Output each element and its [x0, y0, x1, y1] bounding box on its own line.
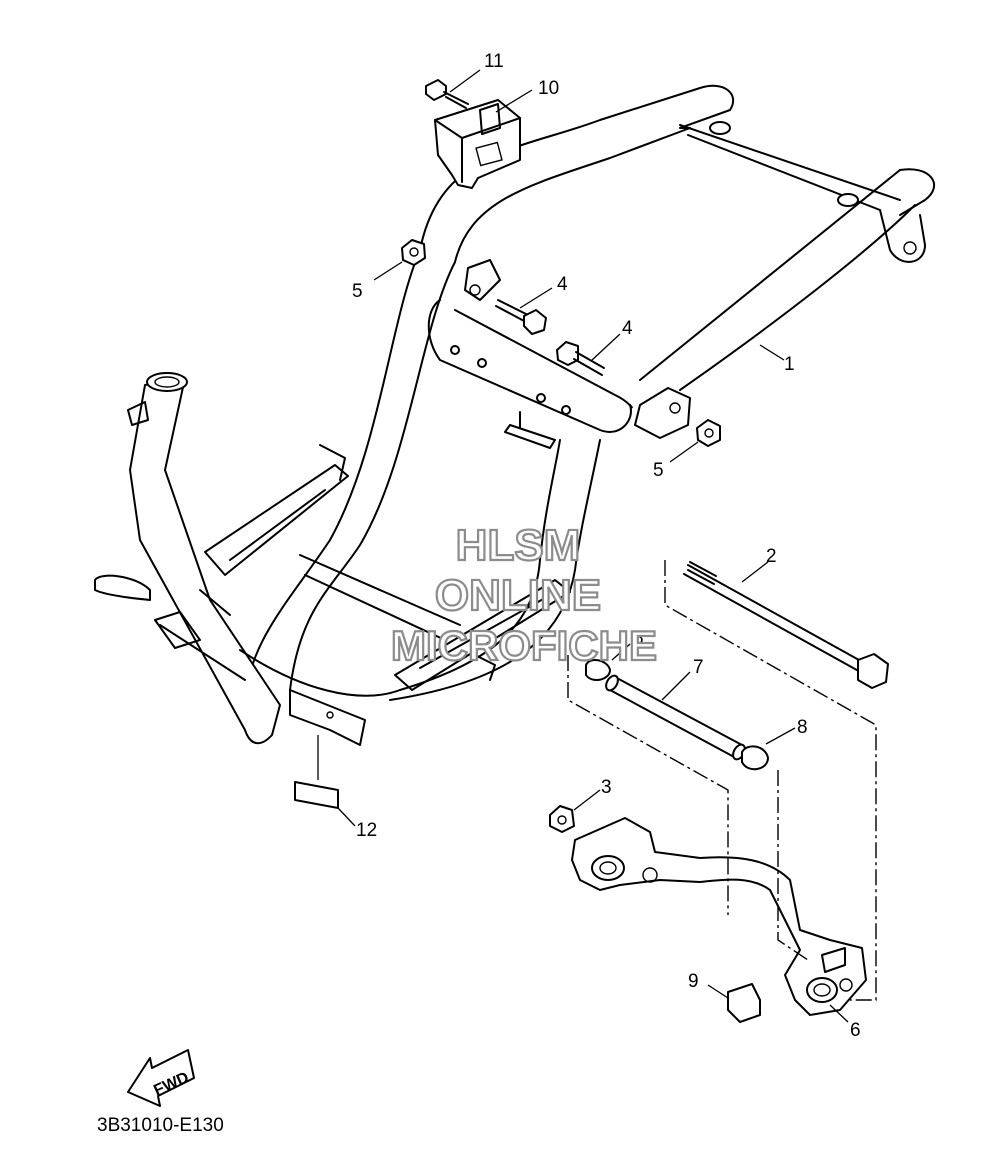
callout-labels: 11 10 5 4 4 1 5 2 8 7 8 3 12 9 6: [352, 51, 861, 1041]
callout-9: 9: [688, 971, 699, 992]
frame-assembly: [94, 84, 936, 746]
callout-11: 11: [484, 51, 504, 72]
leader-lines: [337, 69, 849, 1023]
callout-6: 6: [850, 1020, 861, 1041]
bracket-assembly: [425, 79, 521, 189]
callout-4-upper: 4: [557, 274, 568, 295]
fasteners: [401, 239, 721, 447]
assembly-lines: [317, 560, 877, 1001]
engine-mount-assembly: [549, 561, 889, 1023]
callout-8-upper: 8: [633, 628, 644, 649]
forward-direction-arrow-icon: FWD: [127, 1049, 195, 1107]
callout-3: 3: [601, 777, 612, 798]
watermark-line-2: ONLINE: [435, 571, 601, 620]
callout-10: 10: [538, 78, 559, 99]
watermark-line-1: HLSM: [456, 521, 581, 570]
callout-2: 2: [766, 546, 777, 567]
callout-1: 1: [784, 354, 795, 375]
callout-5-upper: 5: [352, 281, 363, 302]
callout-12: 12: [356, 820, 377, 841]
label-plate: [294, 781, 339, 809]
diagram-code: 3B31010-E130: [97, 1115, 224, 1136]
watermark-line-3: MICROFICHE: [391, 622, 657, 669]
callout-7: 7: [693, 657, 704, 678]
watermark: HLSM ONLINE MICROFICHE: [390, 520, 658, 670]
callout-8-lower: 8: [797, 717, 808, 738]
callout-4-lower: 4: [622, 318, 633, 339]
callout-5-lower: 5: [653, 460, 664, 481]
